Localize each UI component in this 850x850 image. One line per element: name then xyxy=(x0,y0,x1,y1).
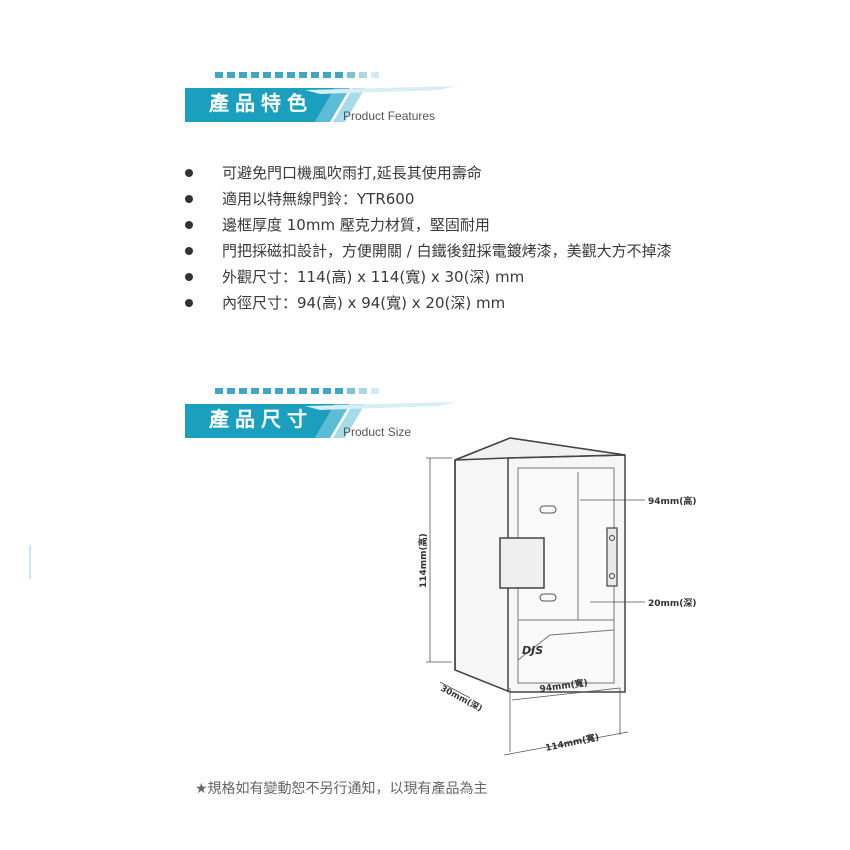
dim-depth-outer: 30mm(深) xyxy=(439,683,485,714)
product-diagram: DJS 114mm(高) 94mm(高) 20mm(深) 30mm(深) 94m… xyxy=(417,437,697,756)
edge-mark xyxy=(29,545,31,579)
size-title: 產品尺寸 xyxy=(209,407,313,431)
hinge-screw xyxy=(609,535,615,541)
features-list: 可避免門口機風吹雨打,延長其使用壽命 適用以特無線門鈴：YTR600 邊框厚度 … xyxy=(182,160,672,316)
magnetic-latch xyxy=(499,537,545,589)
size-subtitle: Product Size xyxy=(343,425,412,439)
header-dots xyxy=(215,72,379,78)
dimension-lines xyxy=(426,457,645,756)
mount-slot-top xyxy=(539,505,557,514)
list-item: 門把採磁扣設計，方便開關 / 白鐵後鈕採電鍍烤漆，美觀大方不掉漆 xyxy=(182,238,672,264)
features-header: 產品特色 Product Features xyxy=(185,72,465,132)
footnote: ★規格如有變動恕不另行通知，以現有產品為主 xyxy=(195,781,488,797)
list-item: 內徑尺寸：94(高) x 94(寬) x 20(深) mm xyxy=(182,290,672,316)
list-item: 邊框厚度 10mm 壓克力材質，堅固耐用 xyxy=(182,212,672,238)
dim-width-outer: 114mm(寬) xyxy=(544,731,600,754)
hinge-screw xyxy=(609,573,615,579)
header-dots xyxy=(215,388,379,394)
dim-depth-inner: 20mm(深) xyxy=(648,597,697,609)
features-subtitle: Product Features xyxy=(343,109,436,123)
list-item: 適用以特無線門鈴：YTR600 xyxy=(182,186,672,212)
size-header: 產品尺寸 Product Size xyxy=(185,388,465,448)
features-banner-shape xyxy=(185,86,455,122)
list-item: 外觀尺寸：114(高) x 114(寬) x 30(深) mm xyxy=(182,264,672,290)
hinge xyxy=(606,527,618,587)
list-item: 可避免門口機風吹雨打,延長其使用壽命 xyxy=(182,160,672,186)
features-title: 產品特色 xyxy=(209,91,313,115)
dim-height-inner: 94mm(高) xyxy=(648,495,697,507)
size-banner-shape xyxy=(185,402,455,438)
mount-slot-bottom xyxy=(539,593,557,602)
dim-height-outer: 114mm(高) xyxy=(417,533,429,588)
logo-text: DJS xyxy=(522,644,543,657)
